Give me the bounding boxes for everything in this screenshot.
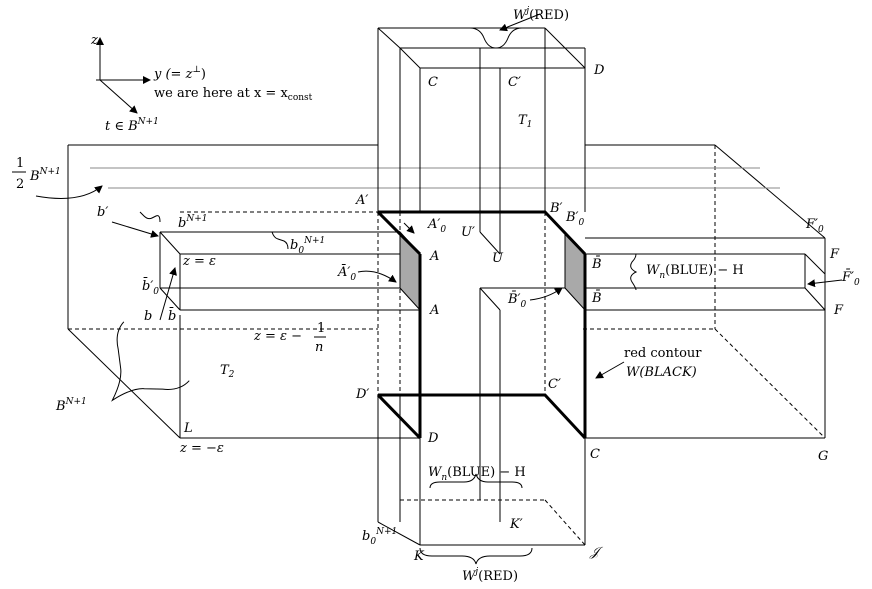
- Wj-red-bottom-label: Wj(RED): [462, 567, 518, 584]
- axis-note: we are here at x = xconst: [154, 86, 313, 103]
- D-mid-label: D: [427, 431, 439, 446]
- Cprime-top-label: C′: [508, 75, 521, 90]
- Fbar0prime-label: F̄′0: [841, 269, 860, 288]
- A0prime-top-label: A′0: [427, 217, 446, 235]
- grey-lines: [90, 167, 780, 189]
- half-denominator: 2: [16, 177, 24, 192]
- Kprime-label: K′: [509, 517, 523, 532]
- Bbar0prime-label: B̄′0: [507, 291, 527, 310]
- b0N1-label: b0N+1: [290, 236, 325, 256]
- b0N1-bottom-label: b0N+1: [362, 527, 397, 547]
- bprime-label: b′: [97, 205, 108, 220]
- K-label: K: [413, 549, 425, 564]
- axes-indicator: [96, 37, 151, 114]
- z-neg-eps-label: z = −ε: [179, 441, 224, 456]
- J-label: 𝒥: [589, 545, 604, 560]
- inner-strip: [159, 231, 826, 311]
- z-eps-label: z = ε: [182, 254, 216, 269]
- F0prime-label: F′0: [805, 217, 824, 235]
- G-label: G: [818, 449, 828, 464]
- vertical-tower: [377, 27, 586, 546]
- half-B-label: BN+1: [29, 167, 61, 184]
- Bbar-lower-label: B̄: [591, 290, 602, 306]
- Dprime-label: D′: [355, 387, 369, 402]
- bbar0prime-label: b̄′0: [142, 277, 159, 297]
- z-eps-minus-label: z = ε −: [253, 329, 302, 344]
- W-black-label: W(BLACK): [626, 365, 697, 380]
- axis-t-label: t ∈ BN+1: [105, 117, 159, 134]
- axis-y-label: y (= z⊥): [153, 65, 206, 82]
- text-labels: z y (= z⊥) we are here at x = xconst t ∈…: [12, 6, 860, 584]
- Uprime-label: U′: [461, 225, 475, 240]
- bN1-label: bN+1: [178, 214, 207, 231]
- A-upper-label: A: [429, 249, 439, 264]
- L-label: L: [183, 421, 193, 436]
- bbar-label: b̄: [168, 307, 176, 324]
- frac-den: n: [315, 340, 323, 355]
- D-top-label: D: [593, 63, 605, 78]
- T2-label: T2: [220, 363, 235, 380]
- half-numerator: 1: [16, 156, 24, 171]
- b-label: b: [144, 309, 152, 324]
- horizontal-slab: [67, 144, 826, 439]
- red-contour-label: red contour: [624, 346, 702, 361]
- Bbar-upper-label: B̄: [591, 256, 602, 272]
- T1-label: T1: [518, 113, 532, 130]
- braces: [111, 27, 638, 565]
- shaded-faces: [399, 230, 586, 312]
- Abar0prime-label: Ā′0: [337, 264, 356, 283]
- C-top-label: C: [428, 75, 438, 90]
- A-lower-label: A: [429, 303, 439, 318]
- pointer-arrows: [35, 13, 843, 379]
- C-mid-label: C: [590, 447, 600, 462]
- black-contour: [376, 210, 587, 440]
- F-lower-label: F: [833, 303, 844, 318]
- Wj-red-top-label: Wj(RED): [513, 6, 569, 23]
- Cprime-mid-label: C′: [548, 377, 561, 392]
- U-label: U: [492, 251, 504, 266]
- F-right-label: F: [829, 247, 840, 262]
- axis-z-label: z: [90, 33, 98, 48]
- Aprime-label: A′: [355, 193, 368, 208]
- Wn-blue-right-label: Wn(BLUE) − H: [646, 263, 744, 281]
- B0prime-top-label: B′0: [565, 210, 585, 228]
- Wn-blue-bottom-label: Wn(BLUE) − H: [428, 465, 526, 483]
- Bprime-label: B′: [549, 201, 563, 216]
- BN1-left-label: BN+1: [55, 397, 87, 414]
- frac-num: 1: [317, 321, 325, 336]
